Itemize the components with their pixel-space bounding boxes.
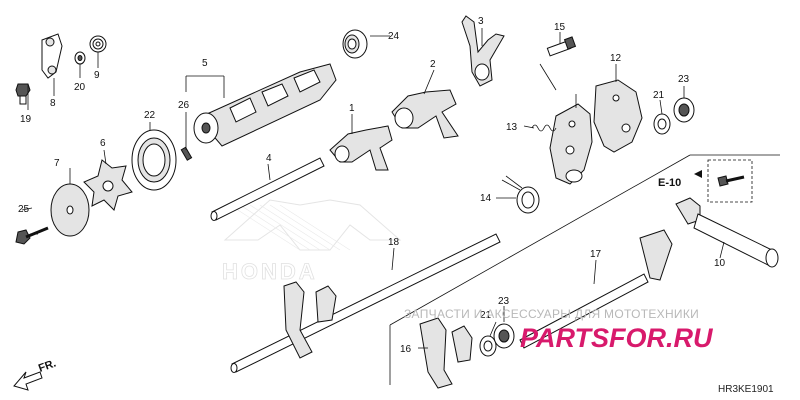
- part-16-arm: [419, 317, 473, 389]
- callout-19: 19: [20, 114, 32, 125]
- callout-14: 14: [480, 193, 492, 204]
- callout-15: 15: [554, 22, 566, 33]
- callout-7: 7: [54, 158, 60, 169]
- callout-12: 12: [610, 53, 622, 64]
- callout-3: 3: [478, 16, 484, 27]
- leader-lines: [21, 28, 725, 349]
- callout-17: 17: [590, 249, 602, 260]
- callout-21-upper: 21: [653, 90, 665, 101]
- part-6-star-plate: [83, 159, 133, 211]
- part-10-shift-spindle: [675, 197, 779, 268]
- callout-13: 13: [506, 122, 518, 133]
- callout-21-lower: 21: [480, 310, 492, 321]
- callout-26: 26: [178, 100, 190, 111]
- callout-20: 20: [74, 82, 86, 93]
- group-bracket-lines: [389, 154, 780, 385]
- part-23-bearing-lower: [493, 323, 515, 349]
- fr-direction-arrow: FR.: [13, 357, 58, 391]
- part-18-shaft: [230, 233, 501, 373]
- callout-6: 6: [100, 138, 106, 149]
- part-21-washer-lower: [479, 335, 497, 357]
- brand-watermark-text: PARTSFOR.RU: [520, 323, 714, 353]
- part-8-stopper-arm: [41, 33, 63, 79]
- e10-ref-box: [694, 159, 753, 203]
- callout-16: 16: [400, 344, 412, 355]
- part-12-plate: [593, 79, 643, 153]
- part-15-stud: [546, 36, 577, 57]
- callout-23-upper: 23: [678, 74, 690, 85]
- part-5-shift-drum: [193, 63, 337, 147]
- callout-18: 18: [388, 237, 400, 248]
- diagram-code: HR3KE1901: [718, 384, 774, 395]
- part-20-washer: [74, 51, 86, 65]
- callout-10: 10: [714, 258, 726, 269]
- callout-22: 22: [144, 110, 156, 121]
- part-11-shifter-arm: [549, 103, 593, 185]
- part-1-shift-fork: [329, 125, 393, 171]
- part-13-spring: [531, 124, 557, 132]
- callout-labels: 1 2 3 4 5 6 7 8 9 10 12 13 14 15 16 17 1…: [18, 16, 726, 355]
- part-23-bearing-upper: [673, 97, 695, 123]
- part-17-shaft: [519, 229, 673, 349]
- part-24-bearing: [342, 29, 368, 59]
- callout-23-lower: 23: [498, 296, 510, 307]
- part-4-shaft: [210, 157, 325, 221]
- callout-4: 4: [266, 153, 272, 164]
- part-2-shift-fork: [391, 89, 459, 139]
- part-9-spring: [89, 35, 107, 53]
- callout-9: 9: [94, 70, 100, 81]
- callout-8: 8: [50, 98, 56, 109]
- callout-24: 24: [388, 31, 400, 42]
- part-14-spring: [501, 175, 540, 214]
- part-3-shift-fork: [461, 15, 505, 87]
- honda-watermark-logo: HONDA: [222, 199, 402, 284]
- part-22-bearing: [131, 129, 177, 191]
- part-21-washer-upper: [653, 113, 671, 135]
- part-26-pin: [180, 146, 193, 161]
- shop-watermark-text: ЗАПЧАСТИ И АКСЕССУАРЫ ДЛЯ МОТОТЕХНИКИ: [404, 307, 699, 321]
- part-25-bolt: [15, 226, 49, 245]
- callout-2: 2: [430, 59, 436, 70]
- honda-watermark-text: HONDA: [222, 259, 318, 284]
- callout-25: 25: [18, 204, 30, 215]
- ref-e10-label: E-10: [658, 177, 681, 189]
- fr-label: FR.: [37, 357, 58, 374]
- callout-5: 5: [202, 58, 208, 69]
- part-7-disc: [50, 183, 90, 237]
- callout-1: 1: [349, 103, 355, 114]
